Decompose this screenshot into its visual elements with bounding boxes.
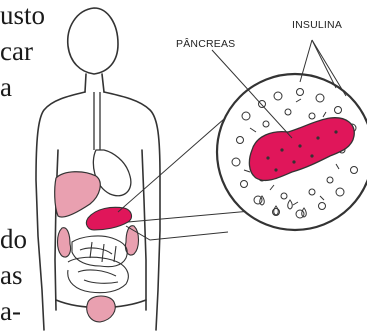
bladder	[87, 296, 115, 322]
label-pancreas: PÂNCREAS	[176, 38, 235, 50]
liver-organ	[55, 172, 101, 217]
pancreas-in-body	[86, 207, 131, 230]
human-body-outline	[36, 8, 160, 330]
kidney-left	[58, 228, 71, 257]
label-insulina: INSULINA	[292, 19, 342, 31]
intestines	[68, 236, 129, 293]
